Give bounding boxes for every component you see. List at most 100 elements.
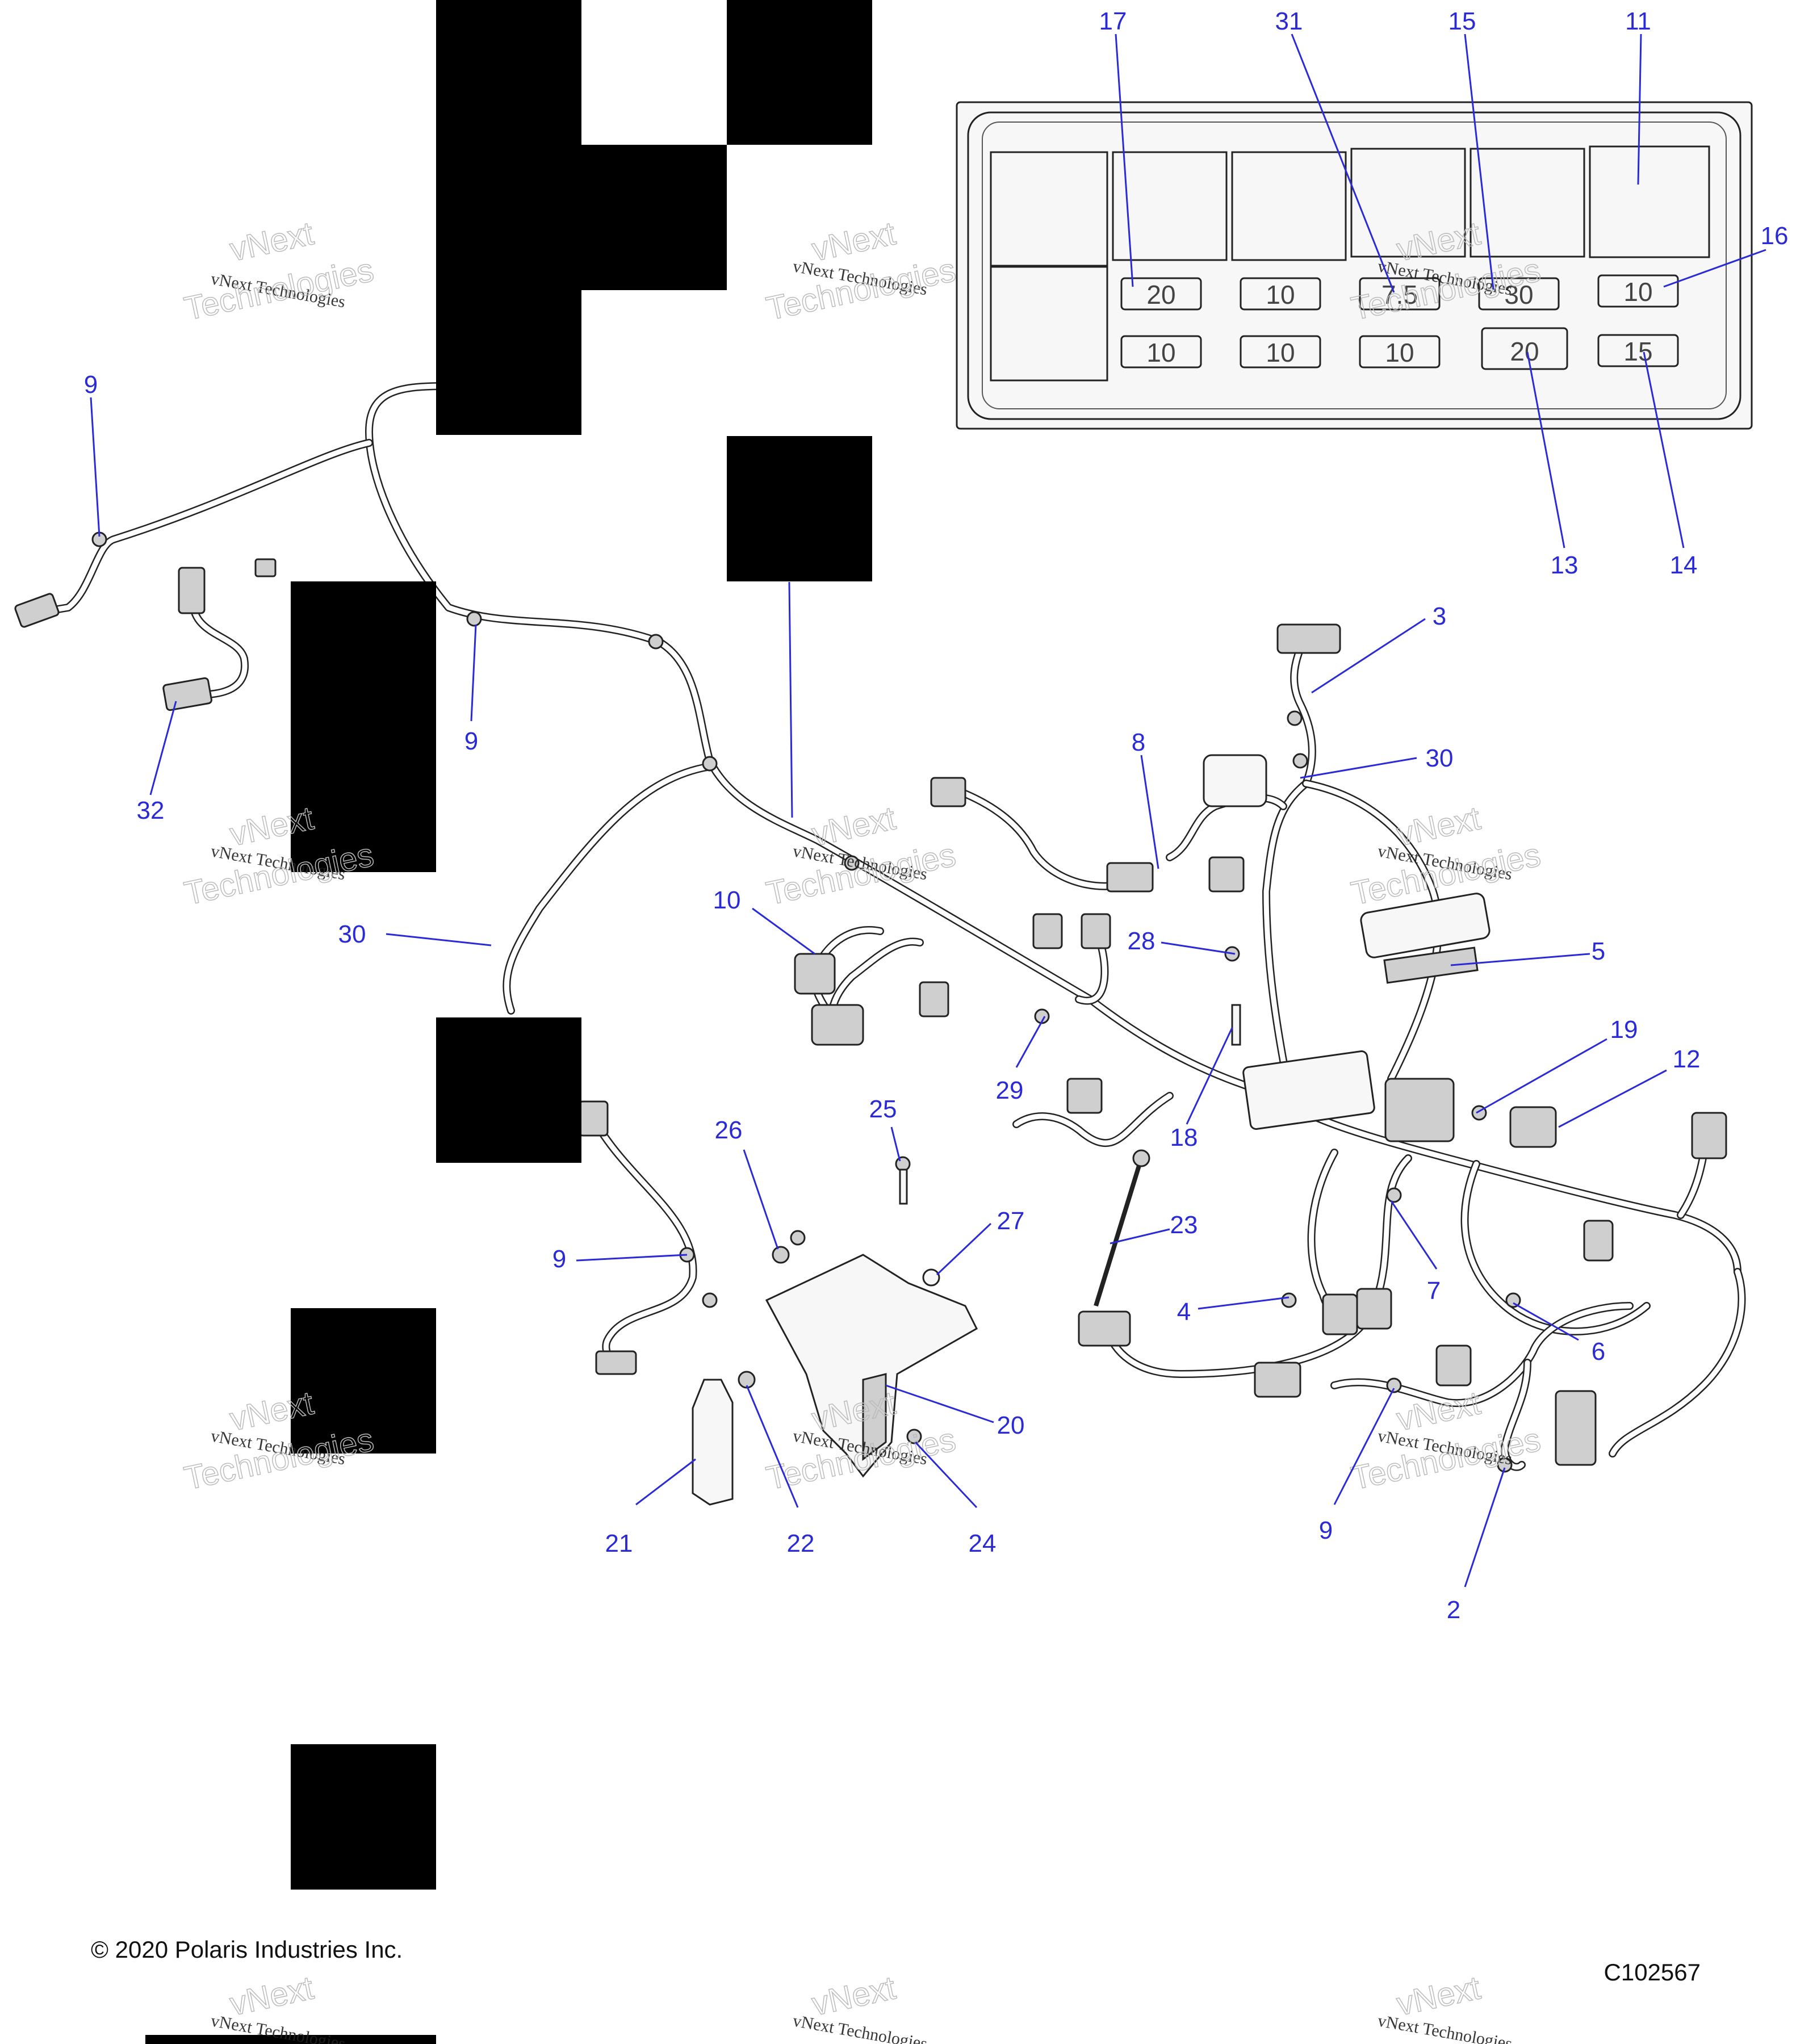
fuse	[1359, 335, 1441, 368]
module	[1360, 893, 1491, 958]
leader-lines	[90, 33, 1766, 1588]
screw	[702, 1292, 718, 1308]
callout-6: 6	[1592, 1338, 1605, 1366]
callout-10: 10	[713, 886, 741, 914]
callout-32: 32	[137, 797, 165, 824]
connector	[1208, 856, 1245, 893]
watermark-outline: vNext	[809, 215, 899, 268]
relay	[990, 151, 1108, 267]
figure-id: C102567	[1604, 1959, 1701, 1986]
redaction-block	[436, 0, 581, 435]
ring-terminal	[1132, 1149, 1150, 1167]
fuse-value: 10	[1266, 280, 1295, 309]
clip	[1287, 710, 1303, 726]
callout-15: 15	[1448, 7, 1476, 35]
callout-14: 14	[1670, 551, 1698, 579]
fuse-value: 10	[1266, 338, 1295, 367]
fuse-value: 30	[1504, 280, 1533, 309]
nut	[906, 1429, 922, 1444]
callout-30: 30	[338, 920, 366, 948]
connector	[811, 1004, 864, 1046]
fuse	[1120, 277, 1202, 311]
copyright-text: © 2020 Polaris Industries Inc.	[91, 1936, 403, 1963]
connector	[1066, 1078, 1103, 1114]
label	[1383, 946, 1479, 984]
redaction-blocks	[145, 0, 872, 2044]
fuse	[1359, 277, 1441, 311]
watermark-outline: Technologies	[763, 252, 959, 328]
connector	[1583, 1220, 1614, 1262]
bracket	[765, 1254, 978, 1478]
fuse-value: 10	[1385, 338, 1414, 367]
relay	[1469, 148, 1585, 258]
relay	[1589, 145, 1710, 258]
watermark-outline: vNext	[227, 1969, 317, 2022]
callout-22: 22	[787, 1530, 815, 1557]
callout-18: 18	[1170, 1124, 1198, 1151]
relay-connector	[1509, 1106, 1557, 1148]
fuse-value: 20	[1146, 280, 1175, 309]
watermark-outline: vNext	[227, 215, 317, 268]
watermark-outline: vNext	[809, 799, 899, 853]
redaction-block	[727, 0, 872, 145]
callout-2: 2	[1447, 1596, 1460, 1624]
main-connector-block	[1242, 1050, 1375, 1130]
callout-7: 7	[1427, 1277, 1441, 1305]
watermark-text: vNext Technologies	[792, 2011, 929, 2044]
fuse	[1120, 335, 1202, 368]
callout-12: 12	[1673, 1045, 1701, 1073]
callout-4: 4	[1177, 1298, 1191, 1326]
fuse-value: 15	[1623, 337, 1652, 366]
callout-13: 13	[1551, 551, 1579, 579]
redaction-block	[727, 436, 872, 581]
connector	[1276, 623, 1341, 654]
callouts: 17 31 15 11 16 13 14 9 9 9 9 32 30 30 3 …	[84, 7, 1789, 1624]
callout-11: 11	[1625, 7, 1651, 35]
redaction-block	[581, 145, 727, 290]
callout-27: 27	[997, 1207, 1025, 1235]
connector	[595, 1350, 637, 1375]
callout-17: 17	[1099, 7, 1127, 35]
connector	[1435, 1344, 1472, 1387]
redaction-block	[291, 1744, 436, 1890]
watermark-outline: vNext	[1393, 1969, 1484, 2022]
clip	[254, 558, 277, 577]
fuse-value: 7.5	[1381, 280, 1418, 309]
callout-29: 29	[996, 1077, 1024, 1104]
fuse-maxi	[1481, 327, 1568, 370]
connector	[1032, 913, 1063, 949]
clip	[1386, 1187, 1402, 1203]
connector	[1322, 1293, 1358, 1335]
bolt-shank	[899, 1168, 908, 1205]
bracket	[692, 1379, 734, 1506]
bracket-face	[862, 1373, 887, 1461]
callout-30: 30	[1426, 744, 1454, 772]
callout-23: 23	[1170, 1211, 1198, 1239]
callout-25: 25	[869, 1095, 897, 1123]
connector	[1106, 862, 1154, 893]
redaction-block	[436, 1017, 581, 1163]
relay	[1231, 151, 1347, 261]
callout-9: 9	[84, 371, 98, 399]
callout-31: 31	[1275, 7, 1303, 35]
fuse	[1240, 277, 1321, 311]
fuse-value: 10	[1146, 338, 1175, 367]
connector	[1081, 913, 1111, 949]
relay	[990, 266, 1108, 382]
fuse-value: 10	[1623, 277, 1652, 307]
screw	[772, 1246, 790, 1264]
terminal-pin	[1231, 1004, 1241, 1046]
callout-28: 28	[1128, 927, 1155, 955]
redaction-block	[291, 581, 436, 872]
redaction-block	[291, 1308, 436, 1454]
fuse	[1597, 334, 1679, 367]
ground-strap	[1094, 1157, 1144, 1307]
clip	[1292, 753, 1308, 769]
fuse-box: 20 10 7.5 30 10 10 10 10 20 15	[956, 101, 1753, 430]
callout-19: 19	[1610, 1016, 1638, 1044]
watermark-outline: vNext	[1393, 799, 1484, 853]
callout-8: 8	[1132, 728, 1145, 756]
watermark-outline: Technologies	[181, 836, 377, 912]
fuse-value: 20	[1510, 337, 1539, 366]
callout-24: 24	[969, 1530, 997, 1557]
